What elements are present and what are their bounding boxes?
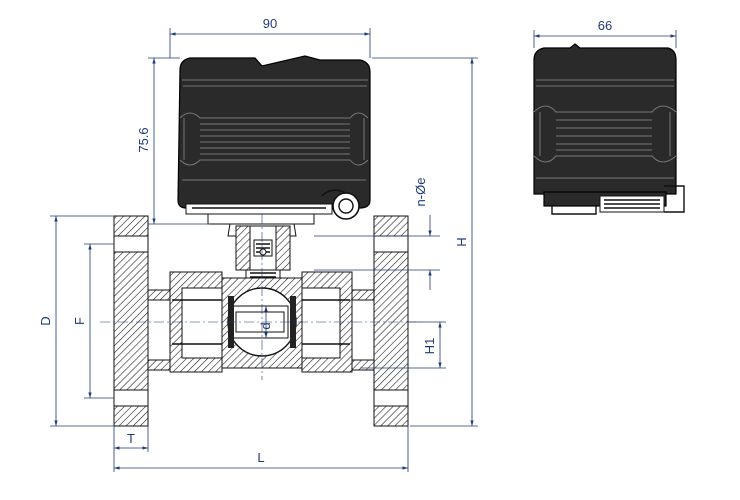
dim-label-t: T — [127, 431, 135, 446]
dim-label-l: L — [257, 450, 264, 465]
dim-label-66: 66 — [598, 18, 612, 33]
dim-label-90: 90 — [263, 16, 277, 31]
dim-label-h1: H1 — [422, 338, 437, 355]
dimension-flange-thickness: T — [113, 426, 149, 452]
center-lines — [100, 214, 420, 380]
dimension-total-height: H — [372, 57, 478, 427]
dimension-actuator-height: 75.6 — [136, 57, 210, 225]
actuator-side-view — [533, 43, 685, 215]
dim-label-d: D — [38, 316, 53, 325]
actuator-front-view — [177, 55, 371, 220]
dimension-bolt-circle: F — [72, 243, 114, 399]
dim-label-75-6: 75.6 — [136, 127, 151, 152]
dim-label-h: H — [454, 237, 469, 246]
dimension-actuator-depth: 66 — [533, 18, 677, 48]
dim-label-f: F — [72, 317, 87, 325]
dimension-length: L — [113, 426, 409, 472]
dimension-bolt-holes: n-Øe — [314, 178, 440, 290]
valve-stem-neck — [207, 213, 315, 281]
dim-label-d-small: d — [258, 322, 273, 329]
dimension-bore: d — [258, 306, 273, 338]
dimension-axis-height: H1 — [360, 321, 446, 369]
dim-label-n-oe: n-Øe — [413, 178, 428, 207]
dimension-actuator-width: 90 — [169, 16, 371, 58]
dimension-flange-diameter: D — [38, 215, 114, 427]
